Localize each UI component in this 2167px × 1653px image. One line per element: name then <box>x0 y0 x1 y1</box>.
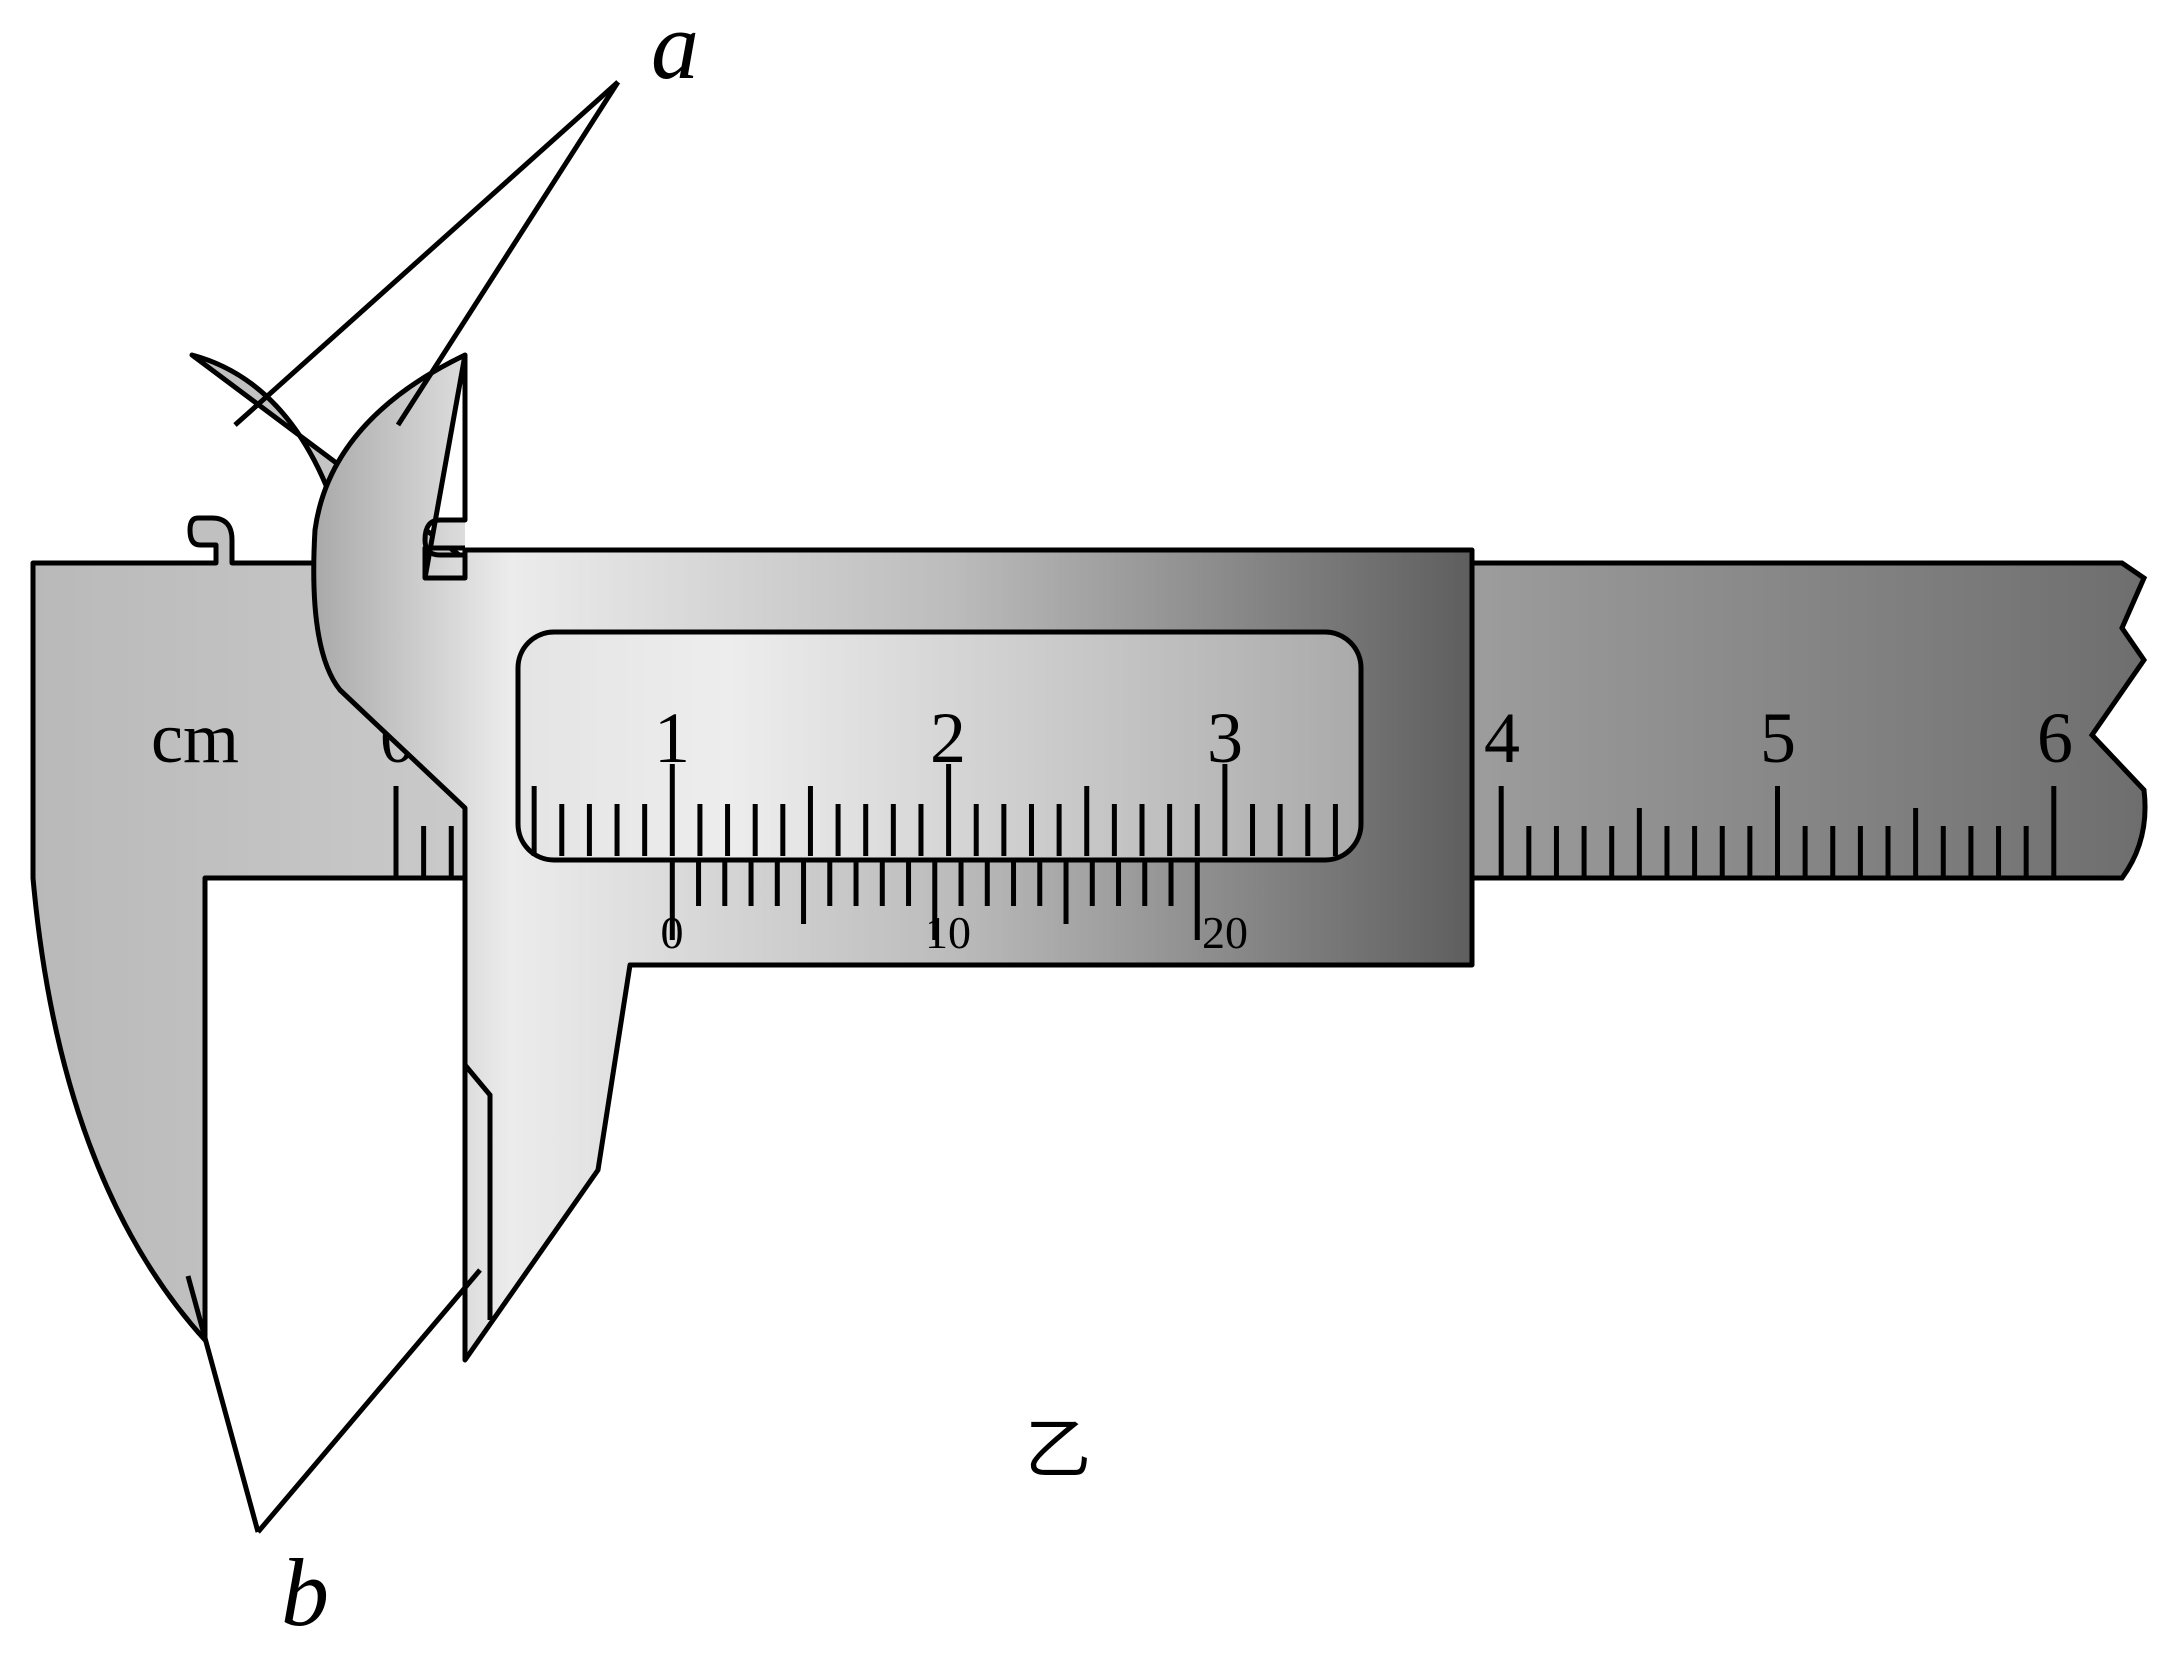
callout-b-line-2 <box>256 1268 482 1534</box>
callout-b-line-1 <box>202 1337 261 1533</box>
callout-lines <box>185 80 621 1534</box>
callout-a-line-1 <box>233 80 620 427</box>
vernier-scale-ticks <box>669 858 1200 940</box>
main-scale-label-3: 3 <box>1207 698 1243 778</box>
main-scale-label-5: 5 <box>1760 698 1796 778</box>
callout-b-tick-1 <box>185 1275 208 1339</box>
vernier-window <box>515 629 1364 863</box>
main-scale-label-4: 4 <box>1484 698 1520 778</box>
main-scale-ticks <box>393 786 2057 878</box>
slider-jaw-step <box>463 1063 493 1320</box>
callout-b-label: b <box>281 1539 329 1646</box>
vernier-scale-labels: 0 10 20 <box>661 907 1249 958</box>
vernier-label-10: 10 <box>925 907 971 958</box>
figure-caption: 乙 <box>1025 1414 1091 1487</box>
callout-a-label: a <box>651 0 699 99</box>
callout-a-line-2 <box>395 80 621 427</box>
main-scale-label-2: 2 <box>930 698 966 778</box>
main-scale-label-6: 6 <box>2037 698 2073 778</box>
vernier-label-20: 20 <box>1202 907 1248 958</box>
window-main-scale-labels: 1 2 3 <box>654 698 1243 778</box>
window-main-scale-ticks <box>531 764 1338 856</box>
vernier-label-0: 0 <box>661 907 684 958</box>
unit-label: cm <box>151 698 239 778</box>
main-scale-label-1: 1 <box>654 698 690 778</box>
